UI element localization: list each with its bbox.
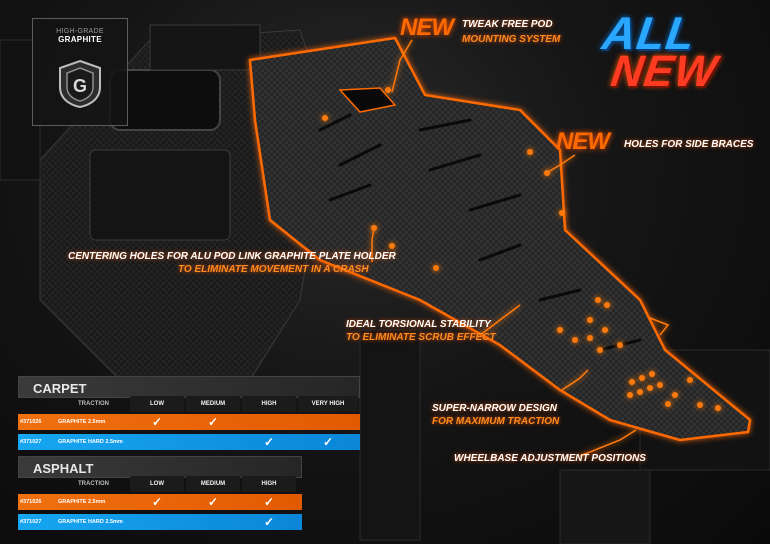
table-row: #371026 GRAPHITE 2.5mm ✓ ✓ xyxy=(18,414,360,430)
callout-torsional-stability: IDEAL TORSIONAL STABILITY TO ELIMINATE S… xyxy=(346,318,496,344)
callout-super-narrow: SUPER-NARROW DESIGN FOR MAXIMUM TRACTION xyxy=(432,402,559,428)
callout-wheelbase: WHEELBASE ADJUSTMENT POSITIONS xyxy=(454,452,646,465)
carpet-title: CARPET xyxy=(33,381,87,396)
carpet-col-high: HIGH xyxy=(242,396,296,412)
traction-label: TRACTION xyxy=(78,481,109,487)
table-row: #371027 GRAPHITE HARD 2.5mm ✓ ✓ xyxy=(18,434,360,450)
badge-line-1: HIGH-GRADE xyxy=(56,28,104,35)
asphalt-col-high: HIGH xyxy=(242,476,296,492)
callout-line-1: IDEAL TORSIONAL STABILITY xyxy=(346,319,491,330)
carpet-col-low: LOW xyxy=(130,396,184,412)
asphalt-col-low: LOW xyxy=(130,476,184,492)
table-row: #371026 GRAPHITE 2.5mm ✓ ✓ ✓ xyxy=(18,494,302,510)
callout-line-2: TO ELIMINATE SCRUB EFFECT xyxy=(346,332,496,343)
product-code: #371026 xyxy=(20,419,42,425)
check-icon: ✓ xyxy=(207,495,219,509)
asphalt-table-header: ASPHALT xyxy=(18,456,302,478)
check-icon: ✓ xyxy=(322,435,334,449)
carpet-col-very-high: VERY HIGH xyxy=(298,396,358,412)
headline-new: NEW xyxy=(608,47,721,96)
product-code: #371027 xyxy=(20,439,42,445)
callout-line-1: HOLES FOR SIDE BRACES xyxy=(624,139,754,150)
traction-label: TRACTION xyxy=(78,401,109,407)
all-new-headline: ALL NEW xyxy=(586,7,748,98)
product-name: GRAPHITE HARD 2.5mm xyxy=(58,519,123,525)
callout-line-2: MOUNTING SYSTEM xyxy=(462,34,561,45)
callout-line-1: WHEELBASE ADJUSTMENT POSITIONS xyxy=(454,453,646,464)
callout-tweak-free-pod: NEW TWEAK FREE POD MOUNTING SYSTEM xyxy=(400,14,560,46)
callout-line-2: TO ELIMINATE MOVEMENT IN A CRASH xyxy=(178,264,369,275)
callout-line-1: CENTERING HOLES FOR ALU POD LINK GRAPHIT… xyxy=(68,251,396,262)
callout-new-label: NEW xyxy=(556,128,610,155)
table-row: #371027 GRAPHITE HARD 2.5mm ✓ xyxy=(18,514,302,530)
callout-line-1: SUPER-NARROW DESIGN xyxy=(432,403,558,414)
graphite-badge: HIGH-GRADE GRAPHITE G xyxy=(32,18,128,126)
callout-line-1: TWEAK FREE POD xyxy=(462,19,553,30)
check-icon: ✓ xyxy=(263,515,275,529)
product-name: GRAPHITE HARD 2.5mm xyxy=(58,439,123,445)
callout-new-label: NEW xyxy=(400,14,454,41)
product-code: #371026 xyxy=(20,499,42,505)
product-name: GRAPHITE 2.5mm xyxy=(58,499,106,505)
callout-centering-holes: CENTERING HOLES FOR ALU POD LINK GRAPHIT… xyxy=(68,250,396,276)
graphite-shield-icon: G xyxy=(59,59,101,109)
callout-side-brace-holes: NEW HOLES FOR SIDE BRACES xyxy=(556,128,753,155)
carpet-col-medium: MEDIUM xyxy=(186,396,240,412)
carpet-column-header-row: TRACTION LOW MEDIUM HIGH VERY HIGH xyxy=(18,396,360,412)
badge-line-2: GRAPHITE xyxy=(58,35,102,44)
check-icon: ✓ xyxy=(263,435,275,449)
check-icon: ✓ xyxy=(207,415,219,429)
svg-text:G: G xyxy=(73,76,87,96)
asphalt-column-header-row: TRACTION LOW MEDIUM HIGH xyxy=(18,476,360,492)
callout-line-2: FOR MAXIMUM TRACTION xyxy=(432,416,560,427)
check-icon: ✓ xyxy=(151,415,163,429)
check-icon: ✓ xyxy=(151,495,163,509)
asphalt-col-medium: MEDIUM xyxy=(186,476,240,492)
check-icon: ✓ xyxy=(263,495,275,509)
product-code: #371027 xyxy=(20,519,42,525)
asphalt-title: ASPHALT xyxy=(33,461,94,476)
product-name: GRAPHITE 2.5mm xyxy=(58,419,106,425)
callout-leader-lines xyxy=(371,39,670,457)
carpet-table-header: CARPET xyxy=(18,376,360,398)
main-plate xyxy=(248,36,752,442)
